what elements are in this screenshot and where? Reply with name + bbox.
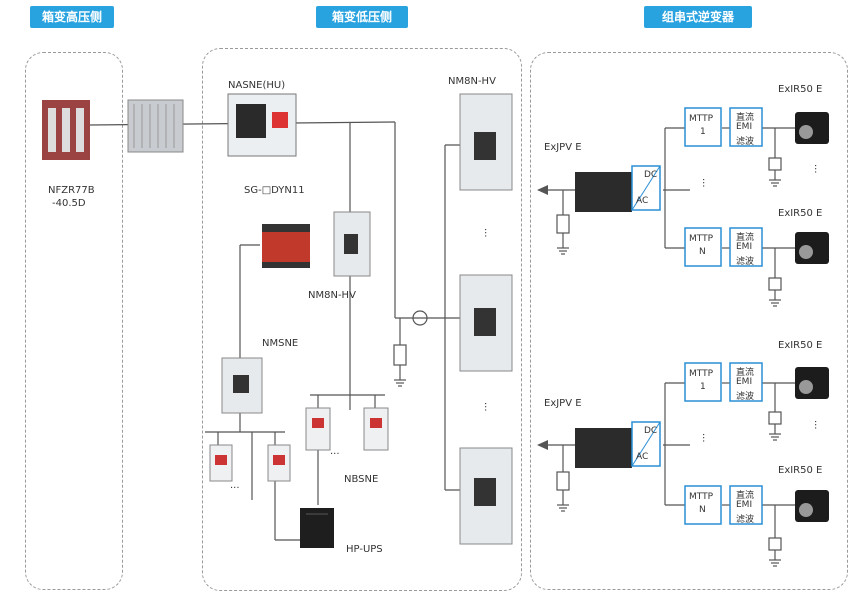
hv-switchgear-label-1: NFZR77B [48, 185, 95, 196]
pv-top-label-2: ExIR50 E [778, 208, 823, 219]
arrow-icon [537, 185, 548, 195]
emi-bottom-2-c: 滤波 [736, 515, 755, 525]
surge-protector-icon [556, 214, 570, 234]
main-transformer [127, 99, 184, 153]
mpptn-bottom-line1: MTTP [689, 492, 714, 502]
main-breaker-label: NASNE(HU) [228, 80, 286, 91]
feeder-breaker-3 [459, 447, 513, 545]
emi-filter-box [729, 485, 763, 525]
mppt-box [684, 107, 722, 147]
lv-side-header: 箱变低压侧 [316, 6, 408, 28]
emi-top-1-c: 滤波 [736, 137, 755, 147]
mpptn-top-line2: N [699, 247, 706, 257]
ups-label: HP-UPS [346, 544, 383, 555]
feeder-breaker-1 [459, 93, 513, 191]
mpptn-bottom-line2: N [699, 505, 706, 515]
emi-bottom-2-a: 直流 [736, 491, 755, 501]
hv-side-region [25, 52, 123, 590]
hv-switchgear-label-2: -40.5D [52, 198, 86, 209]
emi-top-1-a: 直流 [736, 113, 755, 123]
transformer-model-label: SG-□DYN11 [244, 185, 305, 196]
feeder-breaker-2 [459, 274, 513, 372]
ellipsis-feeders-1: ... [482, 228, 493, 238]
mppt1-top-line2: 1 [700, 127, 706, 137]
mppt-box [684, 227, 722, 267]
aux-transformer [262, 224, 310, 268]
inverter-header: 组串式逆变器 [644, 6, 752, 28]
inverter-bottom [575, 421, 661, 468]
emi-bottom-1-a: 直流 [736, 368, 755, 378]
mcb-branch-left [305, 407, 331, 451]
mcb-left [209, 444, 233, 482]
surge-protector-icon [768, 157, 782, 171]
ground-icons [394, 179, 781, 567]
pv-bottom-label-2: ExIR50 E [778, 465, 823, 476]
emi-filter-box [729, 227, 763, 267]
emi-top-1-b: EMI [736, 122, 753, 132]
emi-top-2-c: 滤波 [736, 257, 755, 267]
lv-side-region [202, 48, 522, 591]
emi-bottom-1-b: EMI [736, 377, 753, 387]
branch-label: NBSNE [344, 474, 379, 485]
inverter-top [575, 165, 661, 212]
emi-bottom-1-c: 滤波 [736, 392, 755, 402]
emi-filter-box [729, 362, 763, 402]
ellipsis-branch: ... [330, 446, 340, 457]
ellipsis-feeders-2: ... [482, 402, 493, 412]
ups-unit [300, 508, 334, 548]
main-air-circuit-breaker [227, 93, 297, 157]
inverter-top-label: ExJPV E [544, 142, 582, 153]
dcac-top-dc: DC [644, 170, 658, 180]
mpptn-top-line1: MTTP [689, 234, 714, 244]
surge-protector-icon [393, 344, 407, 366]
pv-top-label-1: ExIR50 E [778, 84, 823, 95]
aux-mccb [333, 211, 371, 277]
arrow-icon [537, 440, 548, 450]
mppt1-top-line1: MTTP [689, 114, 714, 124]
aux-breaker-label: NM8N-HV [308, 290, 356, 301]
nmsne-breaker [221, 357, 263, 414]
mcb-right [267, 444, 291, 482]
mppt-box [684, 362, 722, 402]
mppt1-bottom-line1: MTTP [689, 369, 714, 379]
dcac-bottom-ac: AC [636, 452, 649, 462]
emi-top-2-a: 直流 [736, 233, 755, 243]
mcb-branch-right [363, 407, 389, 451]
ellipsis-pv-bottom: ... [812, 420, 823, 430]
mppt-box [684, 485, 722, 525]
ellipsis-mppt-top: ... [700, 178, 711, 188]
dcac-top-ac: AC [636, 196, 649, 206]
feeder-breaker-label: NM8N-HV [448, 76, 496, 87]
hv-switchgear [42, 100, 90, 160]
emi-filter-box [729, 107, 763, 147]
hv-side-header: 箱变高压侧 [30, 6, 114, 28]
dcac-bottom-dc: DC [644, 426, 658, 436]
surge-protector-icon [768, 277, 782, 291]
emi-top-2-b: EMI [736, 242, 753, 252]
pv-bottom-label-1: ExIR50 E [778, 340, 823, 351]
current-transformer-icon [412, 310, 428, 326]
surge-protector-icon [768, 537, 782, 551]
surge-protector-icon [556, 471, 570, 491]
mppt1-bottom-line2: 1 [700, 382, 706, 392]
ellipsis-mppt-bottom: ... [700, 433, 711, 443]
ellipsis-pv-top: ... [812, 164, 823, 174]
pv-isolators [795, 112, 829, 522]
ellipsis-mcb: ... [230, 480, 240, 491]
inverter-bottom-label: ExJPV E [544, 398, 582, 409]
surge-protector-icon [768, 411, 782, 425]
inverter-region [530, 52, 848, 590]
mcb-group-label: NMSNE [262, 338, 299, 349]
emi-bottom-2-b: EMI [736, 500, 753, 510]
